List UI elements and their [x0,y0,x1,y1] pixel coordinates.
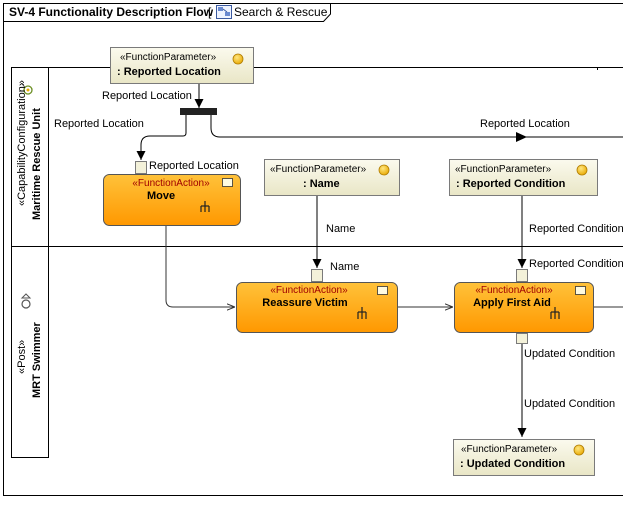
lane-name: MRT Swimmer [31,321,43,398]
input-pin[interactable] [517,270,528,282]
diagram-title: SV-4 Functionality Description Flow [9,5,214,19]
fork-node[interactable] [180,108,217,115]
lane-stereotype: «CapabilityConfiguration» [16,80,28,206]
diagram-title-tab: SV-4 Functionality Description Flow [ Se… [4,4,331,22]
parameter-icon [577,165,587,175]
action-apply-first-aid[interactable]: «FunctionAction» Apply First Aid [455,283,594,333]
parameter-icon [233,54,243,64]
note-icon [223,179,233,187]
param-name[interactable]: «FunctionParameter» : Name [265,160,400,196]
input-pin[interactable] [312,270,323,282]
param-name: : Reported Location [117,66,221,78]
param-reported-location[interactable]: «FunctionParameter» : Reported Location [111,48,254,84]
action-stereotype: «FunctionAction» [475,285,553,296]
param-updated-condition[interactable]: «FunctionParameter» : Updated Condition [454,440,595,476]
param-stereotype: «FunctionParameter» [461,444,558,455]
edge-label: Name [326,223,355,235]
param-name: : Updated Condition [460,458,565,470]
param-stereotype: «FunctionParameter» [120,52,217,63]
frame-border [4,4,623,496]
note-icon [378,287,388,295]
action-name: Reassure Victim [262,297,348,309]
action-name: Apply First Aid [473,297,551,309]
edge-label: Reported Location [102,90,192,102]
output-pin[interactable] [517,334,528,344]
edge-label: Reported Location [480,118,570,130]
pin-label: Reported Location [149,160,239,172]
lane-stereotype: «Post» [16,340,28,374]
parameter-icon [379,165,389,175]
pin-label: Updated Condition [524,348,615,360]
action-move[interactable]: «FunctionAction» Move [104,175,241,226]
action-stereotype: «FunctionAction» [270,285,348,296]
param-name: : Reported Condition [456,178,566,190]
parameter-icon [574,445,584,455]
lane-name: Maritime Rescue Unit [31,108,43,220]
note-icon [576,287,586,295]
edge-label: Updated Condition [524,398,615,410]
diagram-type-icon [217,6,232,19]
action-name: Move [147,190,175,202]
tab-label[interactable]: Search & Rescue [234,5,328,19]
pin-label: Name [330,261,359,273]
param-stereotype: «FunctionParameter» [270,164,367,175]
input-pin[interactable] [136,162,147,174]
param-stereotype: «FunctionParameter» [455,164,552,175]
pin-label: Reported Condition [529,258,623,270]
action-stereotype: «FunctionAction» [132,178,210,189]
edge-label: Reported Location [54,118,144,130]
edge-label: Reported Condition [529,223,623,235]
action-reassure-victim[interactable]: «FunctionAction» Reassure Victim [237,283,398,333]
param-reported-condition[interactable]: «FunctionParameter» : Reported Condition [450,160,598,196]
param-name: : Name [303,178,340,190]
